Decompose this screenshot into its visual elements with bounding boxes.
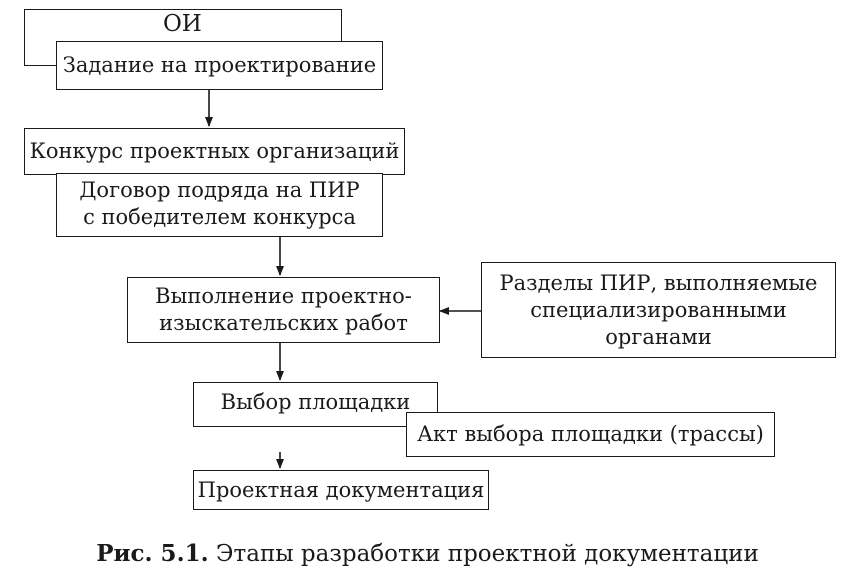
specialized-sections-line-1: Разделы ПИР, выполняемые (499, 270, 818, 295)
contract-line-2: с победителем конкурса (83, 205, 356, 229)
site-selection-box: Выбор площадки (193, 382, 438, 427)
survey-works-box: Выполнение проектно- изыскательских рабо… (127, 277, 440, 343)
competition-label: Конкурс проектных организаций (29, 139, 400, 163)
design-documentation-label: Проектная документация (197, 477, 485, 502)
figure-caption: Рис. 5.1. Этапы разработки проектной док… (0, 540, 855, 567)
site-act-box: Акт выбора площадки (трассы) (406, 412, 775, 457)
design-assignment-box: Задание на проектирование (56, 41, 383, 90)
site-act-label: Акт выбора площадки (трассы) (417, 422, 764, 446)
design-documentation-box: Проектная документация (193, 470, 489, 510)
design-assignment-label: Задание на проектирование (62, 53, 377, 77)
survey-works-line-1: Выполнение проектно- (155, 284, 412, 308)
specialized-sections-box: Разделы ПИР, выполняемые специализирован… (481, 262, 836, 358)
specialized-sections-line-2: специализированными (530, 297, 787, 322)
site-selection-label: Выбор площадки (220, 390, 411, 414)
caption-text: Этапы разработки проектной документации (208, 541, 759, 567)
oi-label: ОИ (162, 11, 202, 37)
contract-box: Договор подряда на ПИР с победителем кон… (56, 173, 383, 237)
caption-label: Рис. 5.1. (96, 540, 209, 567)
competition-box: Конкурс проектных организаций (24, 128, 405, 175)
specialized-sections-line-3: органами (605, 324, 712, 349)
contract-line-1: Договор подряда на ПИР (79, 178, 360, 202)
survey-works-line-2: изыскательских работ (159, 311, 408, 335)
